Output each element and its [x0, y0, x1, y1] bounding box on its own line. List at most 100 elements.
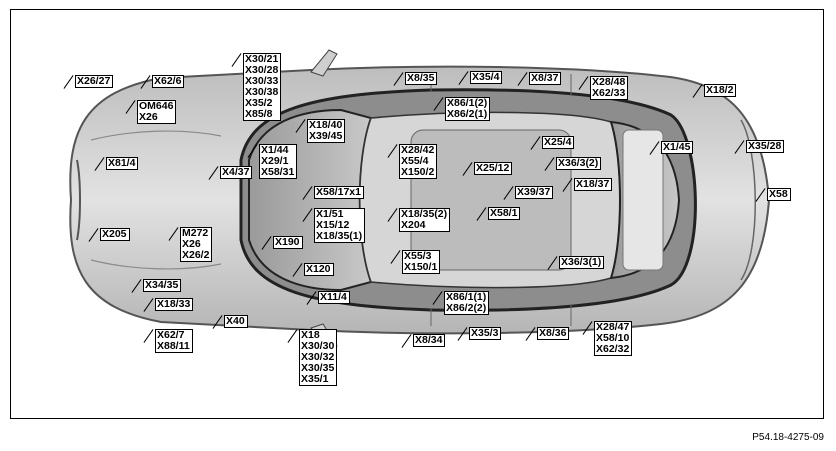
connector-code: X28/48	[592, 76, 626, 88]
connector-label-x18-33: X18/33	[155, 298, 194, 311]
connector-code: X18/35(2)	[401, 208, 448, 220]
connector-code: X58/10	[596, 332, 630, 344]
connector-code: X55/3	[404, 250, 432, 262]
connector-label-x8-36: X8/36	[537, 327, 570, 340]
connector-label-x40: X40	[224, 315, 248, 328]
connector-label-x36-3-2: X36/3(2)	[556, 157, 602, 170]
connector-code: X62/32	[596, 343, 630, 355]
connector-code: X30/35	[301, 362, 335, 374]
connector-code: X86/1(1)	[446, 291, 487, 303]
connector-label-x18-35-2: X18/35(2)X204	[399, 208, 451, 232]
connector-code: X120	[306, 263, 331, 275]
connector-code: X29/1	[261, 155, 289, 167]
connector-code: X1/44	[261, 144, 289, 156]
connector-code: X88/11	[157, 340, 190, 352]
connector-code: X30/21	[245, 53, 279, 65]
connector-label-x4-37: X4/37	[220, 166, 253, 179]
connector-code: X204	[401, 219, 426, 231]
connector-label-x86-1-1: X86/1(1)X86/2(2)	[444, 291, 490, 315]
connector-label-x35-28: X35/28	[746, 140, 785, 153]
connector-code: X35/4	[472, 71, 500, 83]
connector-code: X86/2(2)	[446, 302, 487, 314]
connector-label-x58-1: X58/1	[488, 207, 521, 220]
mirror-left	[310, 49, 338, 77]
connector-label-x35-3: X35/3	[469, 327, 502, 340]
connector-code: X150/1	[404, 261, 438, 273]
connector-code: X85/8	[245, 108, 273, 120]
connector-code: X18/33	[157, 298, 191, 310]
figure-reference: P54.18-4275-09	[752, 432, 824, 443]
connector-label-x8-37: X8/37	[529, 72, 562, 85]
connector-code: X30/28	[245, 64, 279, 76]
connector-label-x8-35: X8/35	[405, 72, 438, 85]
connector-code: X18/40	[309, 119, 343, 131]
connector-code: M272	[182, 227, 209, 239]
connector-label-x18-2: X18/2	[704, 84, 737, 97]
connector-code: X86/1(2)	[447, 97, 488, 109]
connector-label-x34-35: X34/35	[143, 279, 182, 292]
connector-code: X30/38	[245, 86, 279, 98]
connector-code: X28/42	[401, 144, 435, 156]
connector-label-x8-34: X8/34	[413, 334, 446, 347]
connector-label-x58: X58	[767, 188, 791, 201]
connector-code: X190	[275, 236, 300, 248]
connector-code: X8/36	[539, 327, 567, 339]
connector-code: X58/17x1	[316, 186, 361, 198]
connector-code: X35/2	[245, 97, 273, 109]
connector-code: X30/30	[301, 340, 335, 352]
connector-code: X40	[226, 315, 245, 327]
connector-code: X28/47	[596, 321, 630, 333]
connector-code: X58/31	[261, 166, 295, 178]
connector-code: X35/3	[471, 327, 499, 339]
connector-code: X18	[301, 329, 320, 341]
connector-label-x205: X205	[100, 228, 130, 241]
connector-label-x39-37: X39/37	[515, 186, 554, 199]
connector-label-x1-45: X1/45	[661, 141, 694, 154]
connector-code: X39/37	[517, 186, 551, 198]
connector-label-x120: X120	[304, 263, 334, 276]
connector-code: X26/2	[182, 249, 210, 261]
connector-code: X30/33	[245, 75, 279, 87]
connector-code: X8/37	[531, 72, 559, 84]
connector-code: X58/1	[490, 207, 518, 219]
connector-code: X205	[102, 228, 127, 240]
connector-code: X36/3(1)	[561, 256, 602, 268]
connector-label-x26-27: X26/27	[75, 75, 114, 88]
connector-code: X1/45	[663, 141, 691, 153]
car-top-view	[69, 49, 771, 351]
connector-label-x62-6: X62/6	[152, 75, 185, 88]
connector-code: X18/35(1)	[316, 230, 363, 242]
connector-code: X18/2	[706, 84, 734, 96]
connector-code: X62/7	[157, 329, 185, 341]
connector-code: X34/35	[145, 279, 179, 291]
connector-label-x36-3-1: X36/3(1)	[559, 256, 605, 269]
connector-code: X35/28	[748, 140, 782, 152]
connector-code: X62/6	[154, 75, 182, 87]
connector-label-x81-4: X81/4	[106, 157, 139, 170]
connector-code: X25/4	[544, 136, 572, 148]
connector-code: X25/12	[476, 162, 510, 174]
connector-label-x25-4: X25/4	[542, 136, 575, 149]
connector-code: X58	[769, 188, 788, 200]
connector-label-x58-17x1: X58/17x1	[314, 186, 364, 199]
connector-label-x190: X190	[273, 236, 303, 249]
connector-code: X35/1	[301, 373, 329, 385]
connector-code: X15/12	[316, 219, 350, 231]
connector-code: X86/2(1)	[447, 108, 488, 120]
connector-code: OM646	[139, 100, 174, 112]
connector-code: X30/32	[301, 351, 335, 363]
connector-code: X62/33	[592, 87, 626, 99]
connector-code: X8/35	[407, 72, 435, 84]
connector-code: X150/2	[401, 166, 435, 178]
connector-code: X11/4	[320, 291, 347, 303]
connector-code: X81/4	[108, 157, 136, 169]
